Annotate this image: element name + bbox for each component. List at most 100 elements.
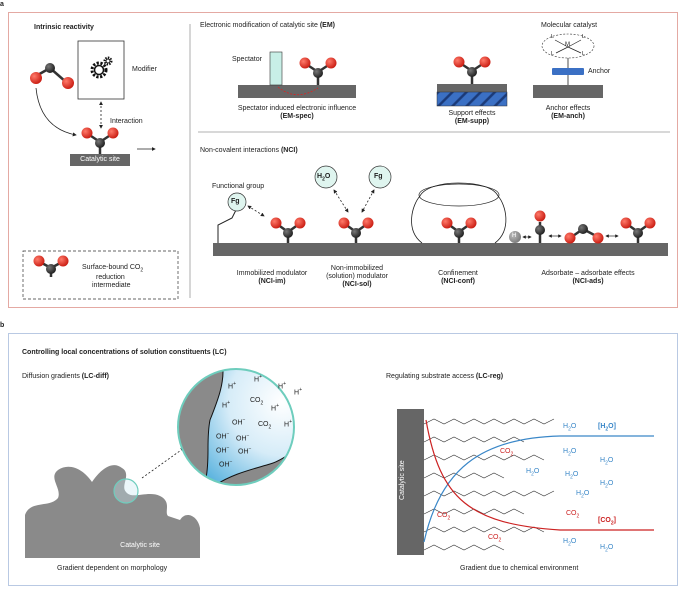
ion-oh-3: OH−: [236, 433, 250, 443]
panel-a-frame: [8, 12, 678, 308]
co2-conc-label: [CO2]: [598, 517, 616, 527]
em-anch-caption: Anchor effects(EM-anch): [545, 105, 591, 121]
ion-h-5: H+: [271, 403, 279, 413]
co2-3: CO2: [566, 510, 580, 520]
zoom-circle: [178, 369, 294, 485]
co2-nci-ads: [620, 217, 656, 243]
co2-2: CO2: [437, 512, 451, 522]
h2o-9: H2O: [600, 544, 614, 554]
catalytic-site-label: Catalytic site: [80, 156, 120, 163]
co2-adsorbate-bent: [564, 224, 604, 244]
em-anch-surface: [533, 85, 603, 98]
em-spec-surface: [238, 85, 356, 98]
spectator-label: Spectator: [232, 56, 262, 63]
zoom-circle-ring: [177, 368, 295, 486]
interaction-label: Interaction: [110, 118, 143, 125]
gear-icon: [90, 56, 113, 79]
functional-group-label: Functional group: [212, 183, 265, 190]
zoom-origin-circle: [113, 478, 139, 504]
fg-text-immobilized: Fg: [231, 198, 240, 205]
fg-circle-solution: [368, 165, 392, 189]
co2-nci-conf: [441, 217, 477, 243]
h2o-text: H2O: [317, 173, 331, 183]
metal-complex: [554, 39, 582, 54]
h2o-4: H2O: [526, 468, 540, 478]
metal-label: M: [565, 42, 570, 48]
co2-em-supp: [453, 56, 491, 84]
h2o-gradient-curve: [423, 435, 654, 543]
panel-b-frame: [8, 333, 678, 586]
modifier-label: Modifier: [132, 66, 157, 73]
ion-h-6: H+: [284, 419, 292, 429]
panel-a-letter: a: [0, 1, 4, 8]
em-spec-caption: Spectator induced electronic influence(E…: [237, 105, 357, 121]
h2o-conc-label: [H2O]: [598, 423, 616, 433]
ligand-label-1: L: [551, 34, 555, 40]
nci-surface: [213, 243, 668, 256]
ion-co2-1: CO2: [250, 397, 264, 407]
ligand-label-2: L: [582, 34, 586, 40]
nci-conf-caption: Confinement(NCI-conf): [438, 270, 478, 286]
h2o-circle: [314, 165, 338, 189]
legend-co2-icon: [33, 255, 69, 277]
intrinsic-title: Intrinsic reactivity: [34, 24, 94, 31]
confinement-cage: [411, 182, 507, 244]
co2-gradient-curve: [425, 419, 654, 531]
spectator-influence-arc: [277, 86, 319, 96]
h2o-3: H2O: [600, 457, 614, 467]
tether-line: [217, 209, 237, 243]
support-block: [436, 91, 508, 107]
h2o-interaction-arrow: [333, 189, 349, 213]
fg-text-solution: Fg: [374, 173, 383, 180]
h2o-7: H2O: [576, 490, 590, 500]
hydrogen-atom: [509, 231, 521, 243]
h2o-6: H2O: [600, 480, 614, 490]
em-supp-surface: [437, 84, 507, 92]
catalytic-site-b-label: Catalytic site: [120, 542, 160, 549]
legend-text: Surface-bound CO2 reduction intermediate: [82, 264, 144, 290]
legend-box: [22, 250, 179, 300]
h2o-2: H2O: [563, 448, 577, 458]
h2o-1: H2O: [563, 423, 577, 433]
catalytic-site-block: [70, 154, 130, 166]
chem-caption: Gradient due to chemical environment: [460, 565, 579, 572]
panel-b-letter: b: [0, 322, 5, 329]
morph-caption: Gradient dependent on morphology: [57, 565, 168, 572]
anchor-label: Anchor: [588, 68, 611, 75]
catalytic-site-vertical: [397, 409, 424, 555]
ion-oh-4: OH−: [216, 445, 230, 455]
fg-solution-arrow: [361, 189, 375, 213]
zoom-arrow: [141, 447, 185, 479]
co2-nci-im: [270, 217, 306, 243]
ion-h-4: H+: [222, 400, 230, 410]
co-adsorbate: [534, 210, 546, 243]
em-supp-caption: Support effects(EM-supp): [448, 110, 496, 126]
nci-im-caption: Immobilized modulator(NCI-im): [236, 270, 308, 286]
polymer-chains: [423, 418, 555, 551]
nci-sol-caption: Non-immobilized(solution) modulator(NCI-…: [326, 265, 388, 289]
lc-title: Controlling local concentrations of solu…: [22, 349, 227, 356]
co2-1: CO2: [500, 448, 514, 458]
molecular-catalyst-ring: [541, 33, 595, 59]
morphology-surface: [25, 465, 200, 541]
spectator-block: [269, 51, 283, 86]
ion-h-7: H+: [294, 387, 302, 397]
catalytic-site-vertical-label: Catalytic site: [399, 460, 406, 500]
free-co2-molecule: [30, 63, 74, 89]
ion-h-1: H+: [228, 381, 236, 391]
em-title: Electronic modification of catalytic sit…: [200, 22, 335, 29]
h2o-8: H2O: [563, 538, 577, 548]
ion-h-2: H+: [254, 374, 262, 384]
ion-h-3: H+: [278, 381, 286, 391]
anchor-block: [552, 68, 584, 75]
ion-co2-2: CO2: [258, 421, 272, 431]
ion-oh-1: OH−: [232, 417, 246, 427]
co2-nci-sol: [338, 217, 374, 243]
hydrogen-label: H: [512, 233, 517, 239]
co2-em-spec: [299, 57, 337, 85]
fg-circle-immobilized: [227, 192, 247, 212]
molecular-catalyst-label: Molecular catalyst: [541, 22, 598, 29]
reaction-arrow: [35, 87, 77, 137]
catalytic-site-b: [25, 538, 200, 558]
